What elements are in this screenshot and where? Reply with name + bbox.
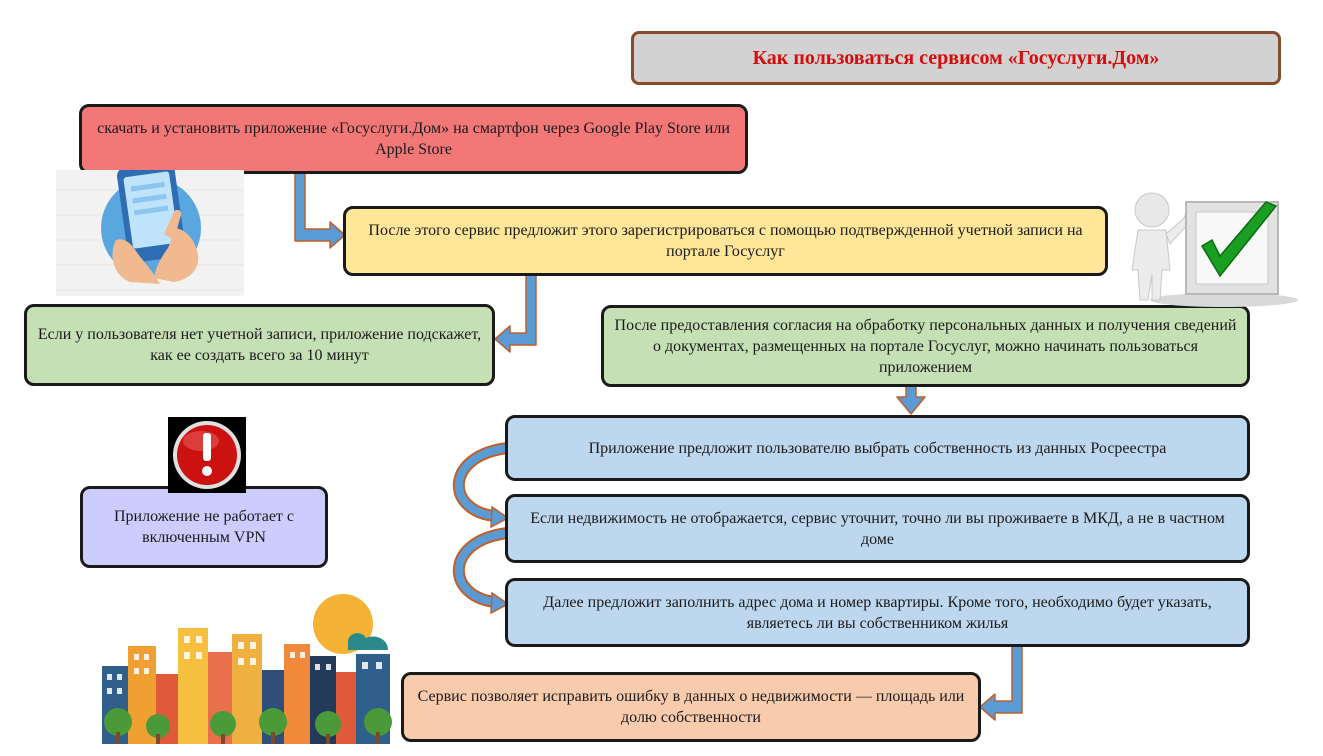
step-fix-error-text: Сервис позволяет исправить ошибку в данн… (417, 688, 965, 726)
step-not-shown-text: Если недвижимость не отображается, серви… (530, 509, 1225, 548)
vpn-warning-box: Приложение не работает с включенным VPN (80, 486, 328, 568)
step-consent-text: После предоставления согласия на обработ… (614, 316, 1237, 376)
step-download-text: скачать и установить приложение «Госуслу… (97, 120, 730, 158)
page-title: Как пользоваться сервисом «Госуслуги.Дом… (631, 31, 1281, 85)
arrow-download-to-register (294, 171, 346, 249)
arrow-choose-to-not-shown (454, 444, 512, 520)
step-no-account-text: Если у пользователя нет учетной записи, … (37, 326, 482, 364)
step-fix-error: Сервис позволяет исправить ошибку в данн… (401, 672, 981, 742)
step-address-text: Далее предложит заполнить адрес дома и н… (543, 593, 1212, 632)
arrow-register-to-no-account (494, 274, 537, 353)
step-register-text: После этого сервис предложит этого зарег… (368, 222, 1083, 260)
exclamation-icon (168, 417, 246, 493)
smartphone-hand-icon (56, 170, 244, 296)
person-checkmark-icon (1131, 192, 1298, 307)
step-download: скачать и установить приложение «Госуслу… (79, 104, 748, 174)
city-skyline-icon (102, 594, 392, 744)
step-register: После этого сервис предложит этого зарег… (343, 206, 1108, 276)
step-no-account: Если у пользователя нет учетной записи, … (24, 304, 495, 386)
step-choose-property: Приложение предложит пользователю выбрат… (505, 415, 1250, 481)
arrow-not-shown-to-address (454, 529, 512, 606)
arrow-address-to-fix (979, 645, 1023, 721)
step-choose-property-text: Приложение предложит пользователю выбрат… (588, 439, 1167, 457)
arrow-consent-to-choose (896, 384, 926, 415)
step-address: Далее предложит заполнить адрес дома и н… (505, 578, 1250, 647)
step-not-shown: Если недвижимость не отображается, серви… (505, 494, 1250, 563)
vpn-warning-text: Приложение не работает с включенным VPN (113, 508, 295, 546)
step-consent: После предоставления согласия на обработ… (601, 305, 1250, 387)
